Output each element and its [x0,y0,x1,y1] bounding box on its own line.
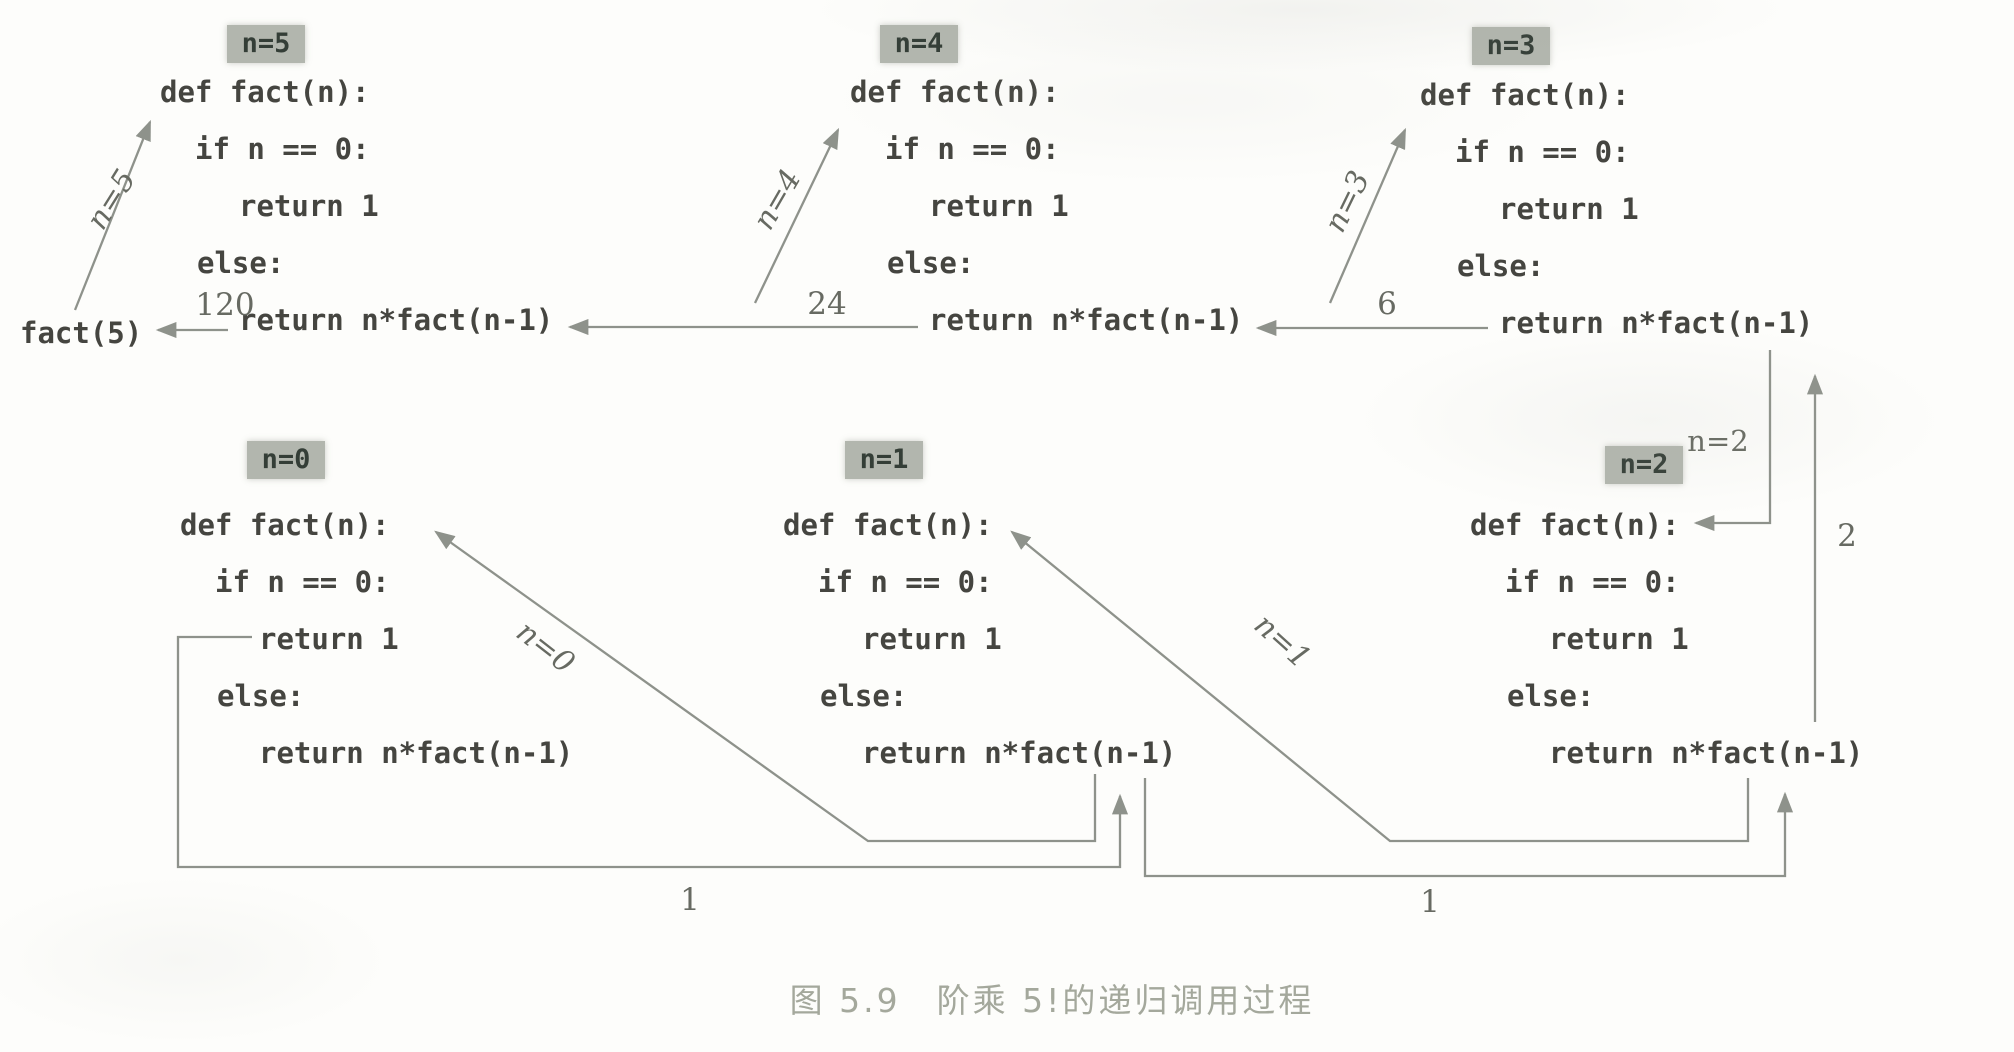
code-line: return n*fact(n-1) [239,303,554,337]
code-line: def fact(n): [783,508,993,542]
return-value-label-120: 120 [195,287,255,323]
return-value-label-1-left: 1 [680,882,700,918]
code-line: return 1 [1499,192,1639,226]
stack-frame-n4: def fact(n): if n == 0: return 1 else: r… [850,75,1470,360]
code-line: def fact(n): [160,75,370,109]
code-line: return n*fact(n-1) [1549,736,1864,770]
code-line: else: [197,246,285,280]
code-line: else: [820,679,908,713]
code-line: return n*fact(n-1) [862,736,1177,770]
code-line: return n*fact(n-1) [929,303,1244,337]
code-line: if n == 0: [1455,135,1630,169]
code-line: if n == 0: [1505,565,1680,599]
frame-badge-n4: n=4 [880,25,958,63]
frame-badge-n1: n=1 [845,441,923,479]
code-line: return 1 [239,189,379,223]
code-line: if n == 0: [885,132,1060,166]
code-line: def fact(n): [180,508,390,542]
return-value-label-24: 24 [807,286,847,322]
code-line: return 1 [862,622,1002,656]
code-line: else: [217,679,305,713]
code-line: def fact(n): [1420,78,1630,112]
call-arg-label-n5: n=5 [79,163,144,236]
stack-frame-n3: def fact(n): if n == 0: return 1 else: r… [1420,78,2014,363]
return-value-label-6: 6 [1377,286,1397,322]
return-value-label-2: 2 [1837,518,1857,554]
code-line: return 1 [929,189,1069,223]
code-line: if n == 0: [818,565,993,599]
call-arg-label-n2: n=2 [1687,424,1749,458]
frame-badge-n3: n=3 [1472,27,1550,65]
return-value-label-1-right: 1 [1420,884,1440,920]
code-line: else: [1507,679,1595,713]
figure-caption: 图 5.9 阶乘 5!的递归调用过程 [789,981,1315,1020]
code-line: if n == 0: [215,565,390,599]
stack-frame-n0: def fact(n): if n == 0: return 1 else: r… [180,508,800,793]
code-line: return 1 [1549,622,1689,656]
frame-badge-n0: n=0 [247,441,325,479]
frame-badge-n2: n=2 [1605,446,1683,484]
code-line: def fact(n): [1470,508,1680,542]
stack-frame-n5: def fact(n): if n == 0: return 1 else: r… [160,75,780,360]
code-line: if n == 0: [195,132,370,166]
code-line: return 1 [259,622,399,656]
code-line: return n*fact(n-1) [259,736,574,770]
stack-frame-n2: def fact(n): if n == 0: return 1 else: r… [1470,508,2014,793]
code-line: return n*fact(n-1) [1499,306,1814,340]
code-line: def fact(n): [850,75,1060,109]
code-line: else: [1457,249,1545,283]
frame-badge-n5: n=5 [227,25,305,63]
code-line: else: [887,246,975,280]
initial-call-fact5: fact(5) [20,316,143,350]
stack-frame-n1: def fact(n): if n == 0: return 1 else: r… [783,508,1403,793]
